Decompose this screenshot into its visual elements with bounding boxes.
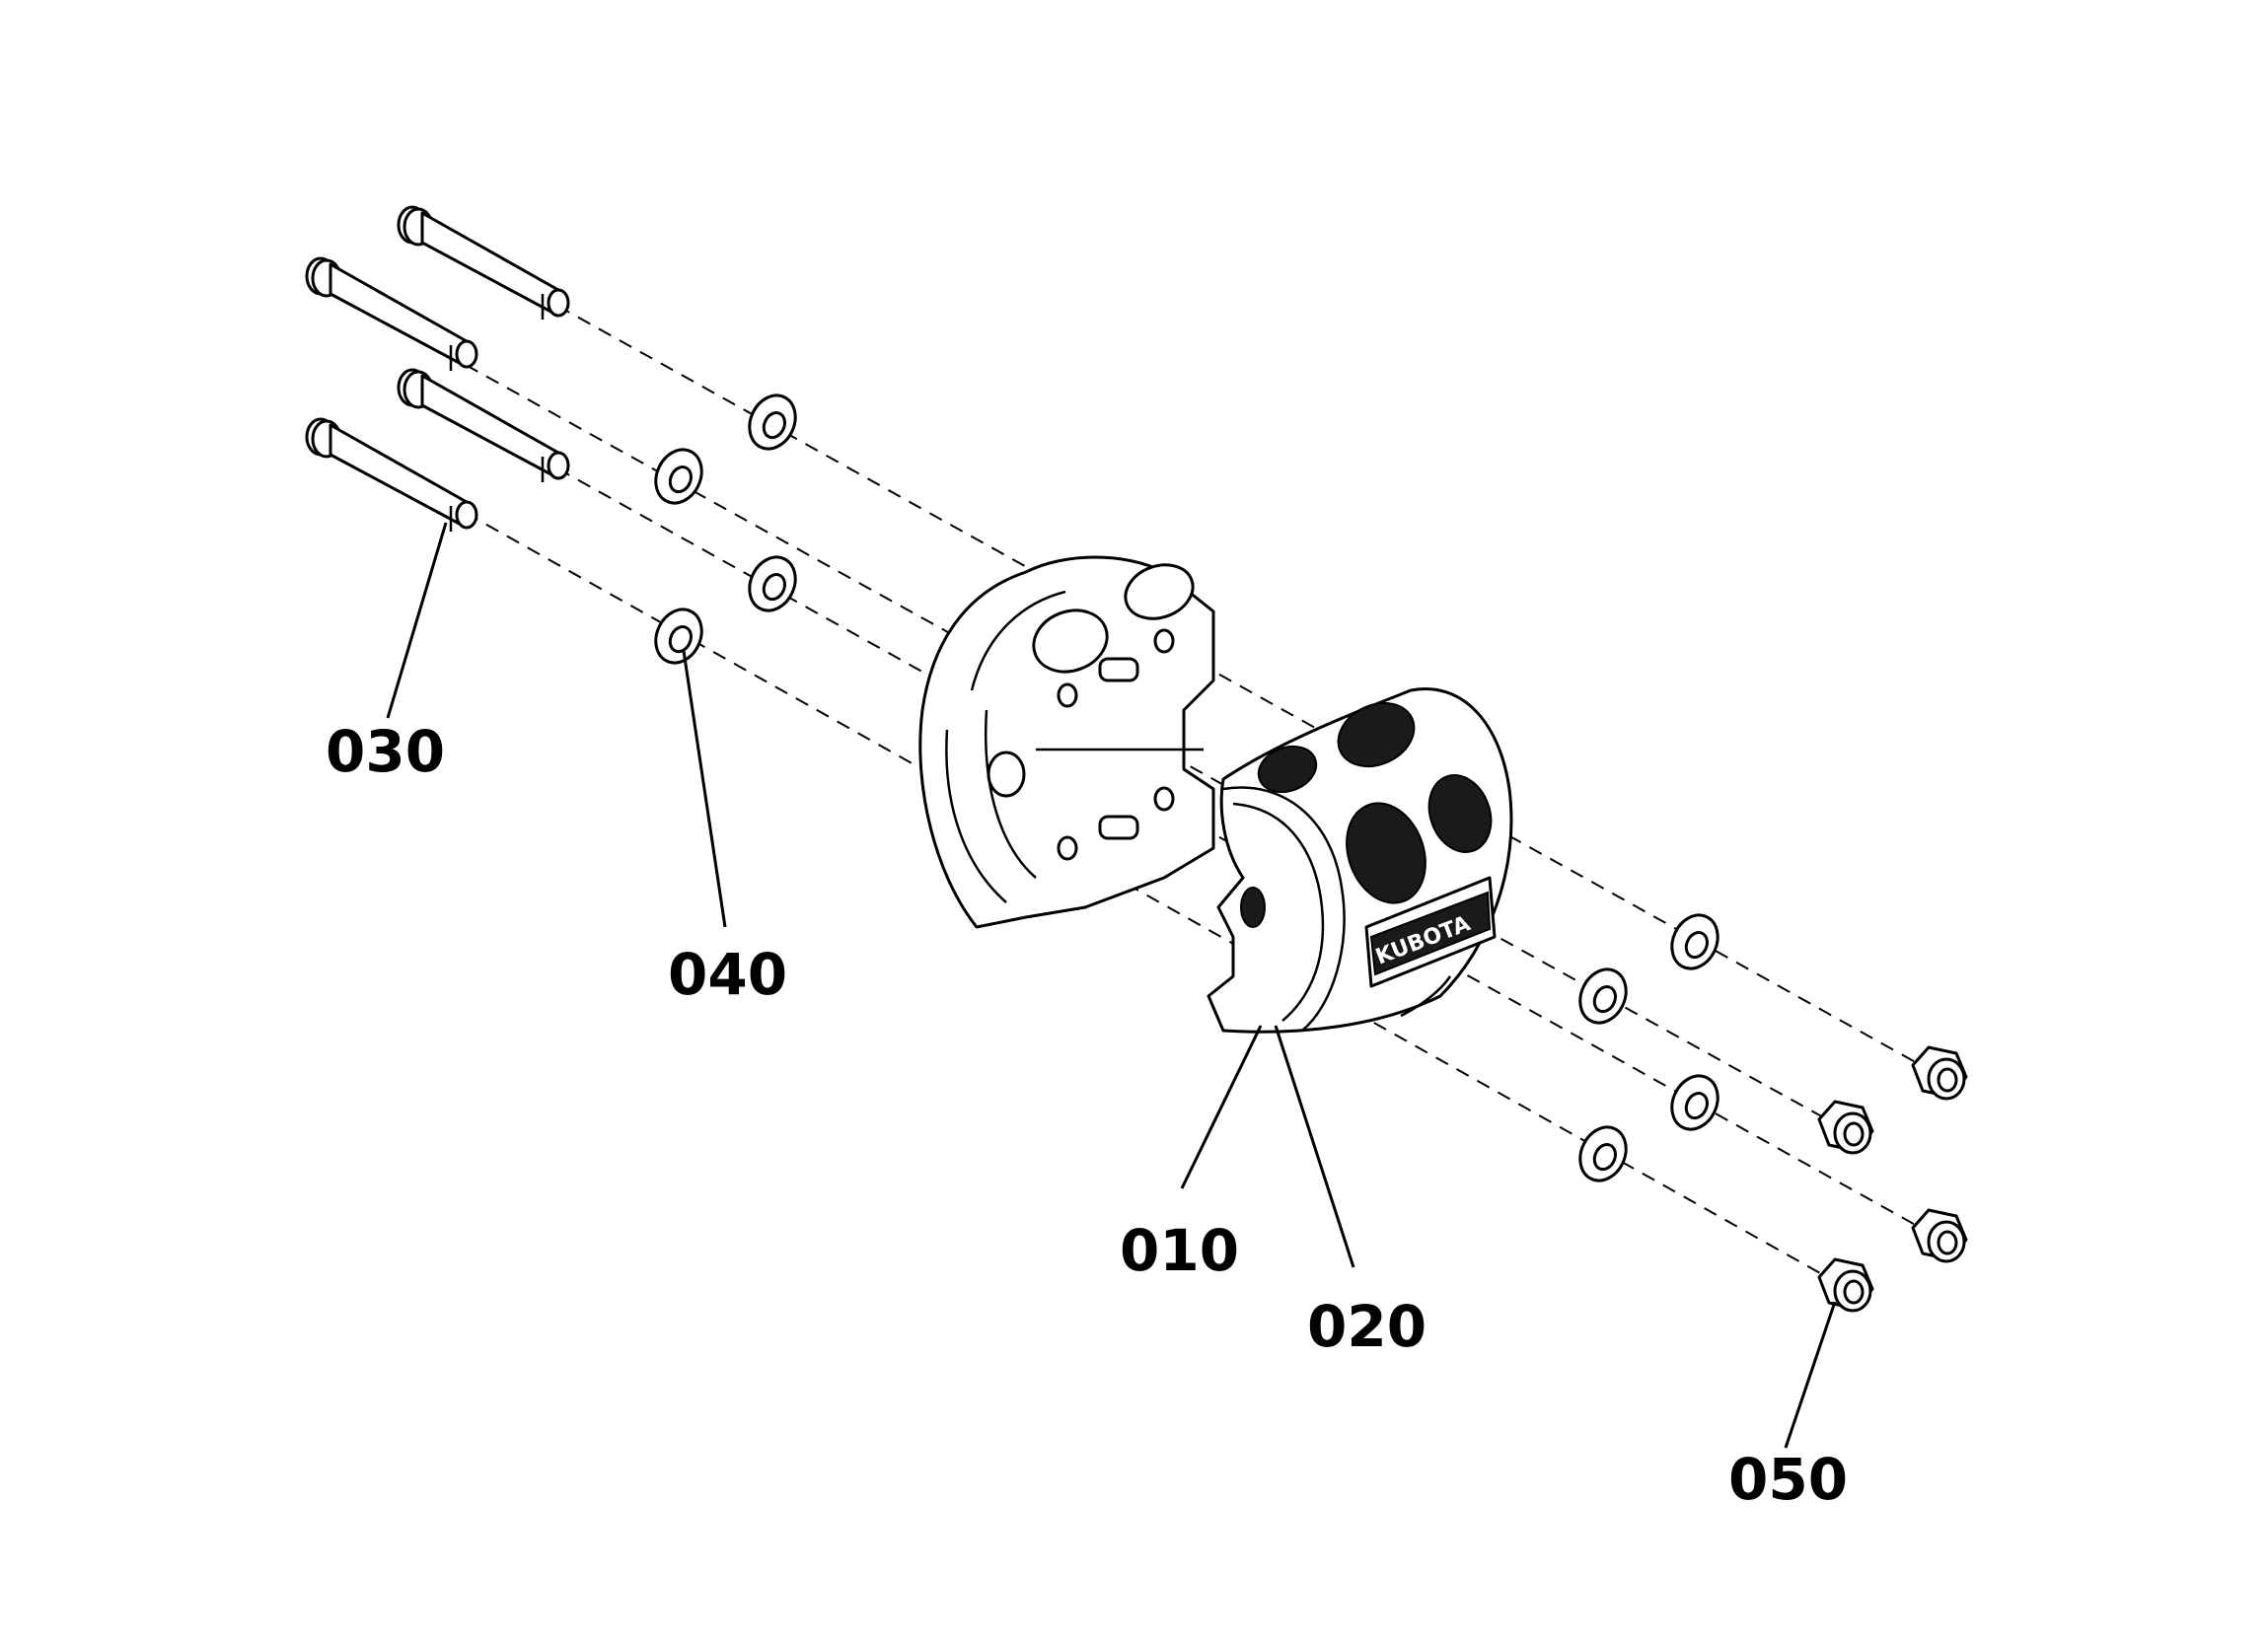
- washer-8: [1570, 1117, 1637, 1190]
- bolt-3: [397, 368, 570, 484]
- washer-4: [645, 600, 712, 673]
- callout-010: 010: [1120, 1217, 1239, 1284]
- leader-040: [682, 650, 727, 928]
- bolt-2: [305, 256, 478, 373]
- bolt-set: [305, 205, 570, 534]
- leader-050: [1784, 1301, 1837, 1449]
- callout-050: 050: [1728, 1446, 1848, 1513]
- callout-030: 030: [326, 718, 445, 785]
- leader-010: [1180, 1025, 1263, 1189]
- leader-020: [1274, 1025, 1355, 1268]
- callout-020: 020: [1307, 1293, 1427, 1360]
- washer-6: [1570, 960, 1637, 1033]
- leader-lines: [386, 522, 1837, 1449]
- bolt-4: [305, 417, 478, 534]
- nut-set: [1817, 1045, 1968, 1313]
- bolt-1: [397, 205, 570, 322]
- leader-030: [386, 522, 448, 719]
- washer-2: [645, 440, 712, 513]
- washer-set-left: [645, 386, 806, 673]
- washer-5: [1661, 905, 1728, 978]
- washer-set-right: [1570, 905, 1728, 1190]
- callout-040: 040: [668, 941, 787, 1008]
- washer-7: [1661, 1066, 1728, 1139]
- nut-2: [1817, 1100, 1874, 1155]
- nut-1: [1911, 1045, 1968, 1101]
- washer-3: [739, 547, 806, 620]
- callout-labels: 030 040 010 020 050: [326, 718, 1848, 1513]
- nut-3: [1911, 1208, 1968, 1263]
- nut-4: [1817, 1257, 1874, 1313]
- clamp-half-front: KUBOTA: [1207, 687, 1513, 1034]
- washer-1: [739, 386, 806, 459]
- clamp-half-rear: [918, 555, 1215, 929]
